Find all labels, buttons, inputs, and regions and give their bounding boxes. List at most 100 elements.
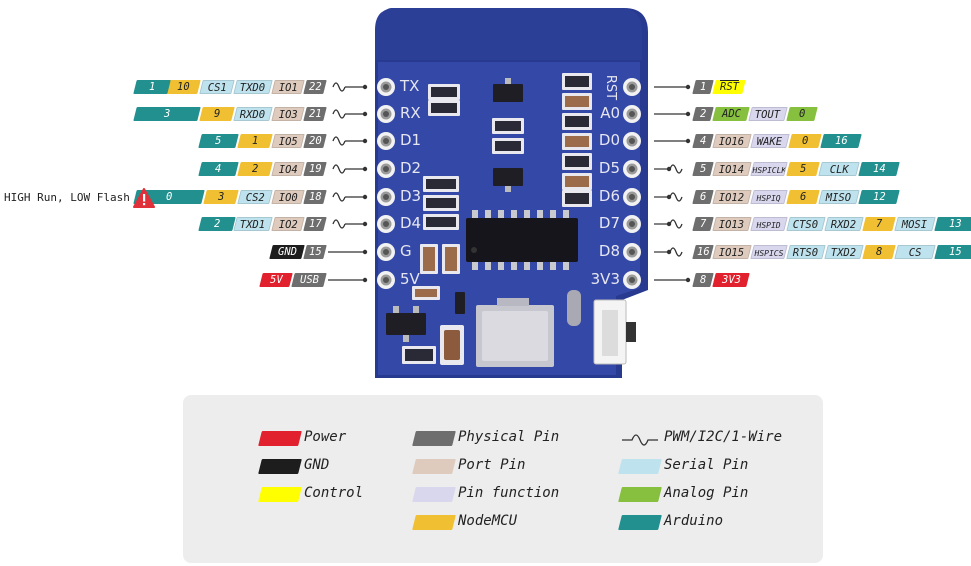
pwm-wave-icon [332,219,346,229]
pin-name-label: D1 [400,131,422,149]
pin-tag-text: CS [908,247,922,259]
warning-triangle-icon [133,188,155,208]
pin-tag-text: TOUT [755,109,781,121]
pin-tag-text: 15 [308,246,322,258]
pin-name-label: RST [603,74,619,101]
pwm-wave-icon [332,82,346,92]
pin-tag-text: 1 [251,135,259,147]
pin-tag-serial: MOSI [894,217,936,231]
pin-tag-text: 7 [875,218,883,230]
legend-label: Analog Pin [664,485,749,501]
pin-tag-text: GND [277,246,297,258]
legend-swatch-gnd [258,459,302,474]
pin-tag-text: 12 [872,191,886,203]
pin-tag-text: RST [719,81,739,93]
pin-name-label: D4 [400,214,422,232]
pin-tag-power: 5V [259,273,293,287]
pwm-wave-icon [669,219,683,229]
pin-tag-serial: CS2 [237,190,273,204]
pin-name-label: D6 [598,187,620,205]
pin-tag-text: TXD2 [831,247,857,259]
pin-tag-physical: 15 [303,245,327,259]
pin-tag-serial: RXD0 [233,107,273,121]
pin-tag-nodemcu: 7 [862,217,896,231]
pin-tag-port: IO1 [271,80,305,94]
pin-tag-port: IO15 [712,245,752,259]
legend-label: Arduino [664,513,724,529]
pin-tag-text: 4 [215,163,222,175]
pin-tag-text: 13 [948,218,962,230]
pin-tag-port: IO2 [271,217,305,231]
pin-tag-function: WAKE [750,134,790,148]
pin-tag-text: 0 [798,108,806,120]
legend-swatch-physical [412,431,456,446]
legend-swatch-function [412,487,456,502]
legend-swatch-nodemcu [412,515,456,530]
pin-tag-physical: 1 [692,80,714,94]
pin-tag-text: 7 [699,218,707,230]
pin-tag-text: HSPIQ [756,194,781,203]
pin-tag-text: 18 [308,191,322,203]
transistor [493,168,523,186]
pin-tag-text: IO3 [278,109,298,121]
pin-tag-function: HSPICLK [750,162,788,176]
pin-tag-arduino: 1 [133,80,171,94]
pin-tag-text: 2 [699,108,707,120]
pwm-wave-icon [622,434,658,446]
pin-tag-text: IO13 [719,219,745,231]
pin-tag-serial: CLK [818,162,860,176]
pin-tag-serial: RXD2 [824,217,864,231]
pin-tag-text: 2 [213,218,221,230]
pin-name-label: G [400,242,412,260]
pin-tag-arduino: 15 [934,245,971,259]
pin-tag-text: TXD1 [240,219,266,231]
pin-tag-text: 19 [308,163,322,175]
legend-swatch-analog [618,487,662,502]
pin-tag-text: 0 [801,135,809,147]
pin-tag-function: TOUT [748,107,788,121]
pin-name-label: D8 [598,242,620,260]
pin-tag-text: IO1 [278,82,298,94]
pin-name-label: 3V3 [590,270,620,288]
pin-tag-serial: TXD0 [233,80,273,94]
pin-tag-serial: RTS0 [786,245,826,259]
pin-tag-text: MOSI [902,219,928,231]
pin-tag-nodemcu: 8 [862,245,896,259]
pin-tag-physical: 16 [692,245,714,259]
pin-tag-physical: 7 [692,217,714,231]
pin-tag-nodemcu: 6 [786,190,820,204]
pin-tag-text: 16 [696,246,710,258]
legend-label: NodeMCU [458,513,518,529]
pin-tag-physical: 19 [303,162,327,176]
diode [455,292,465,314]
pwm-wave-icon [332,109,346,119]
pin-tag-control: RST [712,80,746,94]
pin-tag-text: RXD0 [240,109,266,121]
pin-name-label: TX [400,77,420,95]
pin-tag-text: 8 [699,274,707,286]
pin-tag-text: 17 [308,218,322,230]
pin-tag-port: IO5 [271,134,305,148]
legend-swatch-arduino [618,515,662,530]
pin-tag-text: 5 [799,163,807,175]
pin-tag-text: 20 [308,135,322,147]
pin-tag-nodemcu: 5 [786,162,820,176]
pin-tag-text: HSPICS [754,249,783,258]
pin-tag-analog: ADC [712,107,750,121]
capacitor [444,330,460,360]
pin-tag-text: IO5 [278,136,298,148]
legend-label: GND [304,457,330,473]
pin-tag-text: TXD0 [240,82,266,94]
pin-tag-nodemcu: 0 [788,134,822,148]
pin-tag-physical: 5 [692,162,714,176]
pin-tag-text: 16 [834,135,848,147]
pin-tag-text: 21 [308,108,322,120]
pin-tag-text: MISO [826,192,852,204]
pin-tag-port: IO12 [712,190,752,204]
pin-tag-physical: 8 [692,273,714,287]
pin-tag-text: 1 [148,81,156,93]
pin-tag-arduino: 2 [198,217,236,231]
pin-tag-text: CLK [829,164,849,176]
